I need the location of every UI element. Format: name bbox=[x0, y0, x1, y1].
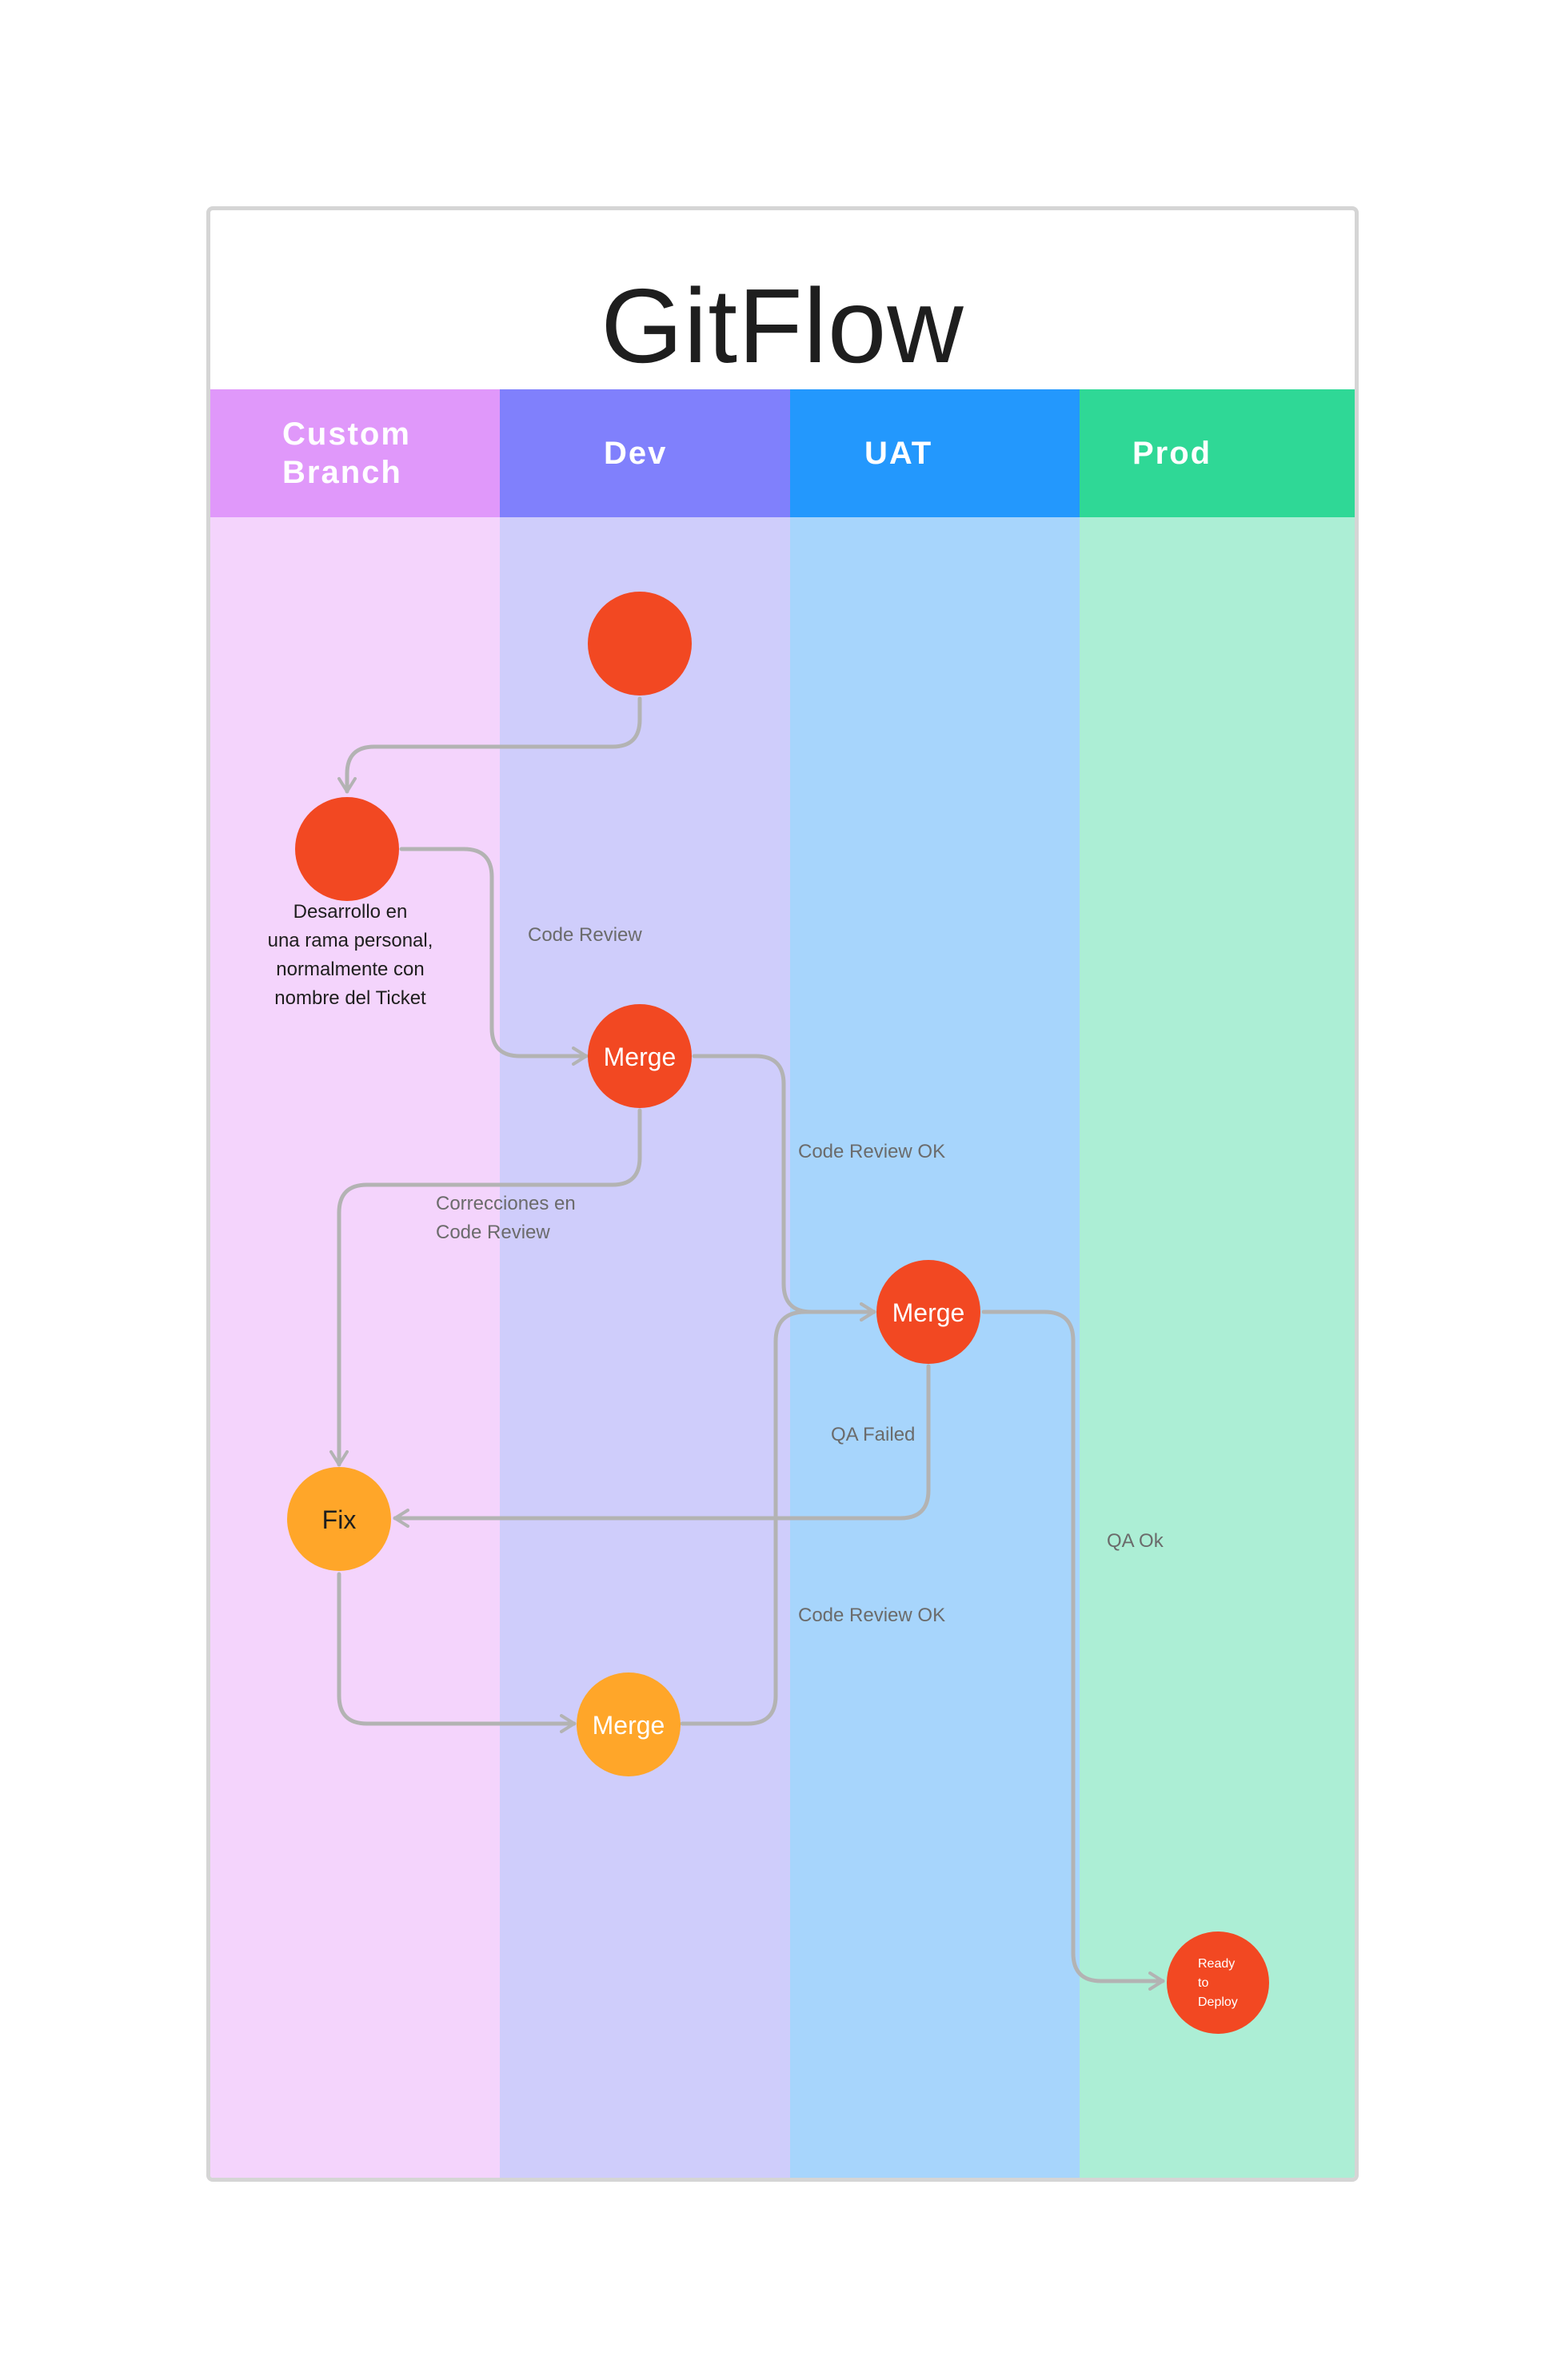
dev-merge-label: Merge bbox=[604, 1042, 677, 1071]
fix-node bbox=[287, 1467, 391, 1571]
label-code-review-ok-1: Code Review OK bbox=[798, 1141, 946, 1162]
board-title: GitFlow bbox=[601, 267, 964, 385]
label-qa-ok: QA Ok bbox=[1107, 1530, 1164, 1552]
ready-label-line2: to bbox=[1198, 1976, 1208, 1990]
edge-custom-to-dev-merge bbox=[399, 847, 589, 1066]
ready-label-line3: Deploy bbox=[1198, 1995, 1238, 2009]
ready-to-deploy-node bbox=[1167, 1932, 1269, 2034]
label-code-review: Code Review bbox=[528, 924, 642, 946]
edge-fix-merge-to-uat-merge bbox=[680, 1302, 876, 1726]
edge-dev-merge-to-fix bbox=[329, 1108, 642, 1467]
label-corrections-line: Code Review bbox=[436, 1222, 550, 1243]
dev-merge-fix-node bbox=[577, 1672, 681, 1776]
lane-header-uat: UAT bbox=[790, 389, 1080, 517]
description-line: una rama personal, bbox=[267, 930, 433, 951]
uat-merge-node bbox=[876, 1260, 980, 1364]
description-line: normalmente con bbox=[276, 959, 425, 980]
edge-uat-merge-to-fix bbox=[393, 1364, 931, 1528]
label-corrections-line: Correcciones en bbox=[436, 1193, 576, 1214]
gitflow-board: GitFlow Custom Branch Dev UAT Prod bbox=[206, 206, 1359, 2182]
custom-branch-description: Desarrollo en una rama personal, normalm… bbox=[254, 898, 446, 1013]
dev-merge-fix-label: Merge bbox=[593, 1711, 665, 1740]
description-line: nombre del Ticket bbox=[274, 987, 426, 1009]
dev-merge-node bbox=[588, 1004, 692, 1108]
uat-merge-label: Merge bbox=[892, 1298, 965, 1327]
ready-label-line1: Ready bbox=[1198, 1957, 1235, 1971]
label-qa-failed: QA Failed bbox=[831, 1424, 916, 1445]
lane-header-dev: Dev bbox=[500, 389, 790, 517]
lane-header-custom-branch: Custom Branch bbox=[210, 389, 500, 517]
edge-fix-to-merge bbox=[337, 1572, 577, 1733]
lane-header-label: UAT bbox=[864, 435, 933, 471]
label-corrections: Correcciones en Code Review bbox=[436, 1190, 576, 1247]
lane-header-label: Prod bbox=[1132, 435, 1212, 471]
fix-label: Fix bbox=[322, 1505, 357, 1534]
lane-body-custom-branch bbox=[210, 517, 500, 2178]
dev-start-node bbox=[588, 592, 692, 696]
description-line: Desarrollo en bbox=[293, 901, 408, 923]
lane-body-prod bbox=[1080, 517, 1355, 2178]
edge-uat-merge-to-prod bbox=[981, 1310, 1165, 1991]
custom-branch-start-node bbox=[295, 797, 399, 901]
edge-start-to-custom bbox=[337, 696, 642, 794]
lane-header-label: Custom Branch bbox=[282, 417, 411, 490]
lane-header-prod: Prod bbox=[1080, 389, 1355, 517]
edge-dev-merge-to-uat-merge bbox=[692, 1054, 876, 1322]
lane-header-label: Dev bbox=[604, 435, 668, 471]
lane-body-dev bbox=[500, 517, 790, 2178]
label-code-review-ok-2: Code Review OK bbox=[798, 1605, 946, 1626]
